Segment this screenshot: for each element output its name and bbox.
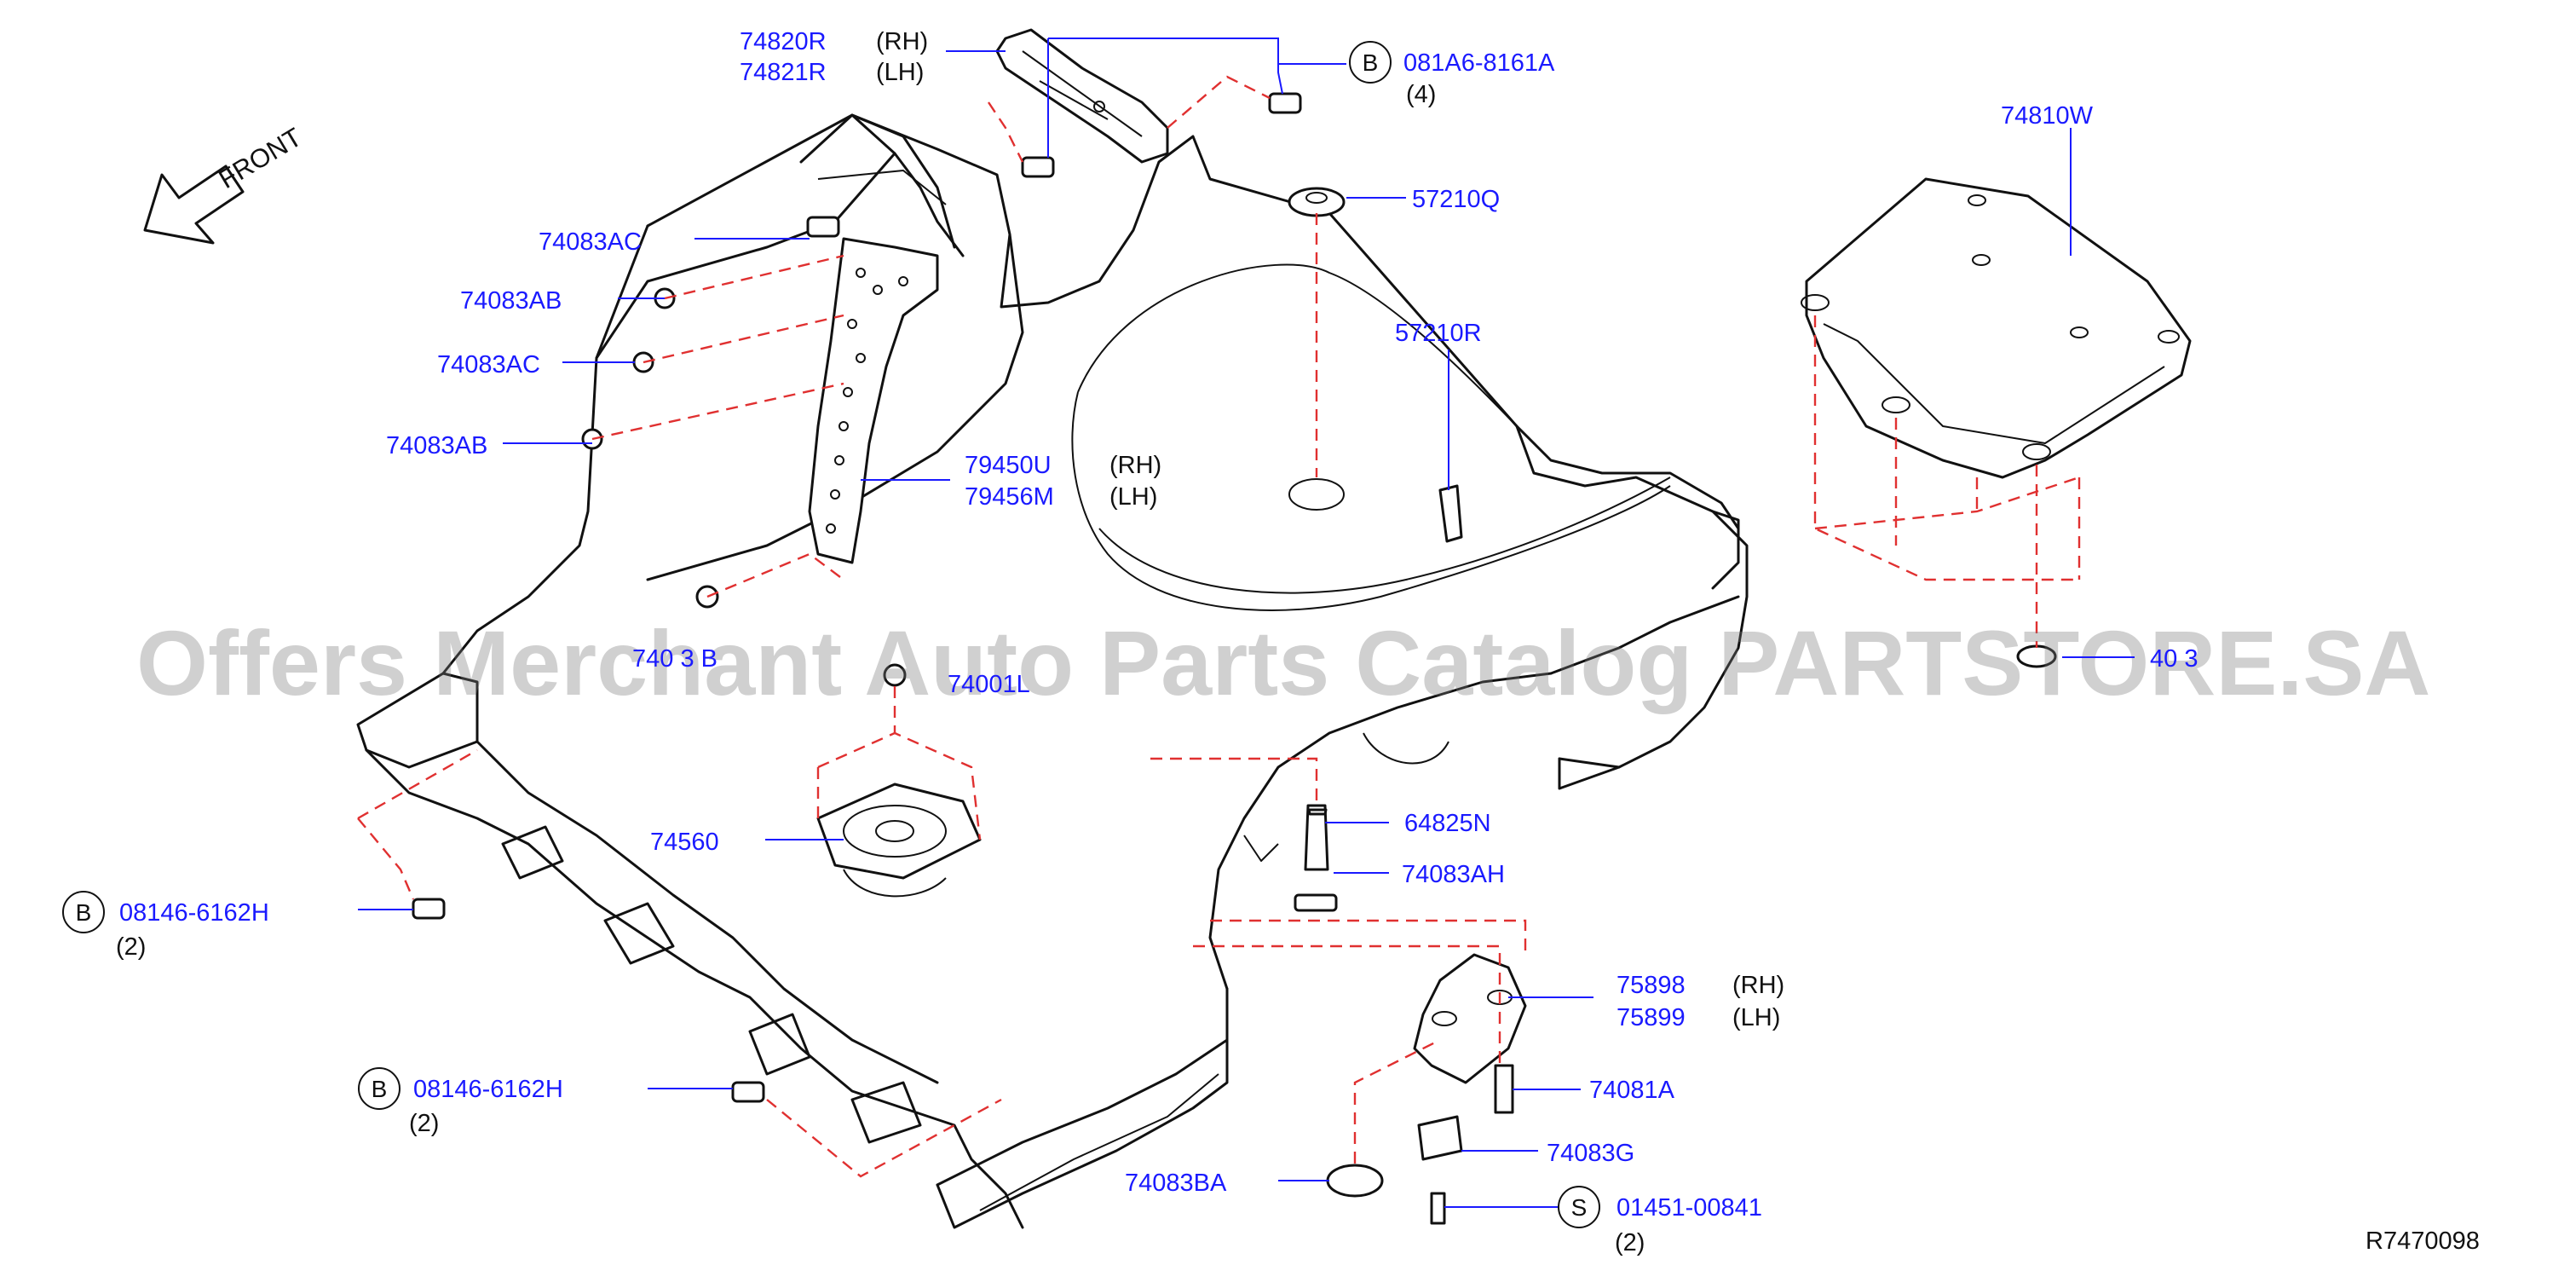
bolt-01451-icon bbox=[1430, 1192, 1446, 1225]
front-label: FRONT bbox=[214, 122, 308, 194]
label-lh-3: (LH) bbox=[1732, 1004, 1780, 1031]
label-lh-2: (LH) bbox=[1109, 483, 1157, 511]
label-75898: 75898 bbox=[1616, 972, 1686, 999]
label-74001L: 74001L bbox=[948, 671, 1030, 698]
circle-b-2-text: B bbox=[76, 899, 92, 926]
callout-labels: 74820R (RH) 74821R (LH) B 081A6-8161A (4… bbox=[62, 28, 2480, 1256]
bracket-74820R bbox=[995, 28, 1169, 164]
grommet-74083BA-icon bbox=[1326, 1164, 1384, 1198]
label-74083BA: 74083BA bbox=[1125, 1170, 1227, 1197]
circle-b-3 bbox=[358, 1067, 401, 1110]
fasteners bbox=[412, 92, 1514, 1225]
label-74560: 74560 bbox=[650, 829, 719, 856]
circle-s-text: S bbox=[1571, 1194, 1588, 1221]
label-08146-6162H-2: 08146-6162H bbox=[413, 1076, 563, 1103]
rear-floor-pan bbox=[356, 113, 1749, 1229]
grommet-57210Q bbox=[1288, 187, 1346, 217]
circle-b-3-text: B bbox=[372, 1076, 388, 1102]
label-qty-2-c: (2) bbox=[1615, 1229, 1645, 1256]
label-74083AC-1: 74083AC bbox=[539, 228, 642, 256]
circle-s bbox=[1558, 1186, 1600, 1228]
diagram-code: R7470098 bbox=[2366, 1227, 2480, 1255]
label-74081A: 74081A bbox=[1589, 1077, 1675, 1104]
assembly-lines bbox=[357, 75, 2081, 1178]
label-64825N: 64825N bbox=[1404, 810, 1491, 837]
reinforcement-79450U bbox=[808, 237, 939, 564]
leader-lines bbox=[358, 38, 2135, 1208]
cover-74810W bbox=[1801, 177, 2192, 668]
strap-57210R bbox=[1438, 484, 1463, 543]
bolt-081A6-2-icon bbox=[1021, 156, 1055, 178]
label-74083AH: 74083AH bbox=[1402, 861, 1505, 888]
label-74083AC-2: 74083AC bbox=[437, 351, 540, 378]
bolt-74083AH-head-icon bbox=[1294, 893, 1338, 912]
bolt-081A6-icon bbox=[1268, 92, 1302, 114]
label-79456M: 79456M bbox=[965, 483, 1054, 511]
label-57210Q: 57210Q bbox=[1412, 186, 1500, 213]
label-40-3: 40 3 bbox=[2150, 645, 2198, 673]
label-lh-1: (LH) bbox=[876, 59, 924, 86]
label-qty-2-b: (2) bbox=[409, 1110, 439, 1137]
clip-74001L-icon bbox=[883, 663, 907, 687]
label-qty-2-a: (2) bbox=[116, 933, 146, 961]
label-rh-3: (RH) bbox=[1732, 972, 1784, 999]
circle-b-1 bbox=[1349, 41, 1392, 84]
label-75899: 75899 bbox=[1616, 1004, 1686, 1031]
label-rh-1: (RH) bbox=[876, 28, 928, 55]
bracket-75898 bbox=[1413, 953, 1527, 1084]
clip-64825N-icon bbox=[1307, 808, 1328, 816]
bolt-74081A-icon bbox=[1494, 1064, 1514, 1114]
label-740-3-B: 740 3 B bbox=[632, 645, 717, 673]
spare-well-hole bbox=[1288, 478, 1345, 511]
label-08146-6162H-1: 08146-6162H bbox=[119, 899, 269, 927]
label-74083AB-1: 74083AB bbox=[460, 287, 562, 315]
label-79450U: 79450U bbox=[965, 452, 1052, 479]
label-74083G: 74083G bbox=[1547, 1140, 1634, 1167]
label-74083AB-2: 74083AB bbox=[386, 432, 487, 459]
circle-b-2 bbox=[62, 891, 105, 933]
bolt-74083AC-icon bbox=[806, 216, 840, 238]
front-arrow: FRONT bbox=[143, 122, 308, 245]
cap-74083G-icon bbox=[1417, 1115, 1463, 1161]
bolt-08146-2-icon bbox=[731, 1081, 765, 1103]
circle-b-1-text: B bbox=[1363, 49, 1379, 76]
watermark: Offers Merchant Auto Parts Catalog PARTS… bbox=[136, 611, 2430, 714]
bolt-74083AH-icon bbox=[1304, 804, 1329, 871]
label-74820R: 74820R bbox=[740, 28, 827, 55]
label-qty-4: (4) bbox=[1406, 81, 1436, 108]
bolt-08146-icon bbox=[412, 898, 446, 920]
label-57210R: 57210R bbox=[1395, 320, 1482, 347]
label-01451-00841: 01451-00841 bbox=[1616, 1194, 1762, 1222]
label-rh-2: (RH) bbox=[1109, 452, 1161, 479]
label-081A6-8161A: 081A6-8161A bbox=[1403, 49, 1555, 77]
label-74821R: 74821R bbox=[740, 59, 827, 86]
label-74810W: 74810W bbox=[2001, 102, 2094, 130]
